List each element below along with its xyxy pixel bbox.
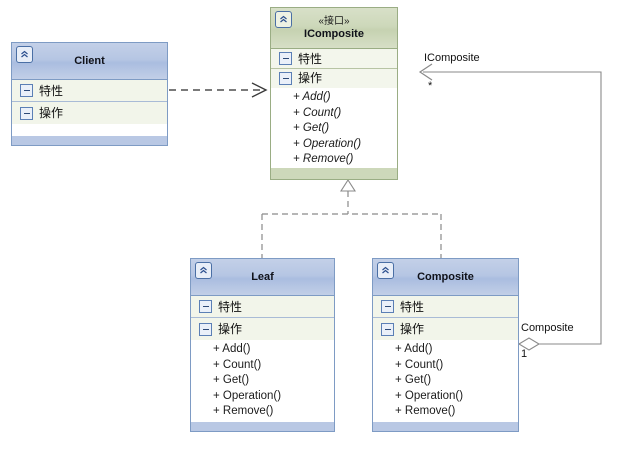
association-role-label-composite: Composite xyxy=(521,322,574,334)
collapse-chevrons-icon[interactable] xyxy=(16,46,33,63)
class-header-leaf: Leaf xyxy=(191,259,334,296)
compartment-label-attributes: 特性 xyxy=(298,51,323,66)
class-footer-icomposite xyxy=(271,167,397,179)
minus-box-icon[interactable] xyxy=(20,84,33,97)
class-box-leaf[interactable]: Leaf 特性 操作 + Add() + Count() + Get() + O… xyxy=(190,258,335,432)
members-area-client xyxy=(12,124,167,136)
minus-box-icon[interactable] xyxy=(199,300,212,313)
minus-box-icon[interactable] xyxy=(381,322,394,336)
class-box-icomposite[interactable]: «接口» IComposite 特性 操作 + Add() + Count() … xyxy=(270,7,398,180)
minus-box-icon[interactable] xyxy=(381,300,394,313)
members-area-icomposite: + Add() + Count() + Get() + Operation() … xyxy=(271,88,397,168)
class-box-client[interactable]: Client 特性 操作 xyxy=(11,42,168,146)
member-item: + Get() xyxy=(213,374,250,387)
member-item: + Add() xyxy=(395,343,433,355)
member-item: + Count() xyxy=(395,358,444,371)
members-area-composite: + Add() + Count() + Get() + Operation() … xyxy=(373,340,518,422)
compartment-label-operations: 操作 xyxy=(400,322,425,336)
collapse-chevrons-icon[interactable] xyxy=(377,262,394,279)
member-item: + Operation() xyxy=(293,137,362,150)
compartment-operations-client[interactable]: 操作 xyxy=(12,102,167,124)
members-area-leaf: + Add() + Count() + Get() + Operation() … xyxy=(191,340,334,422)
collapse-chevrons-icon[interactable] xyxy=(195,262,212,279)
class-footer-composite xyxy=(373,422,518,431)
class-header-icomposite: «接口» IComposite xyxy=(271,8,397,50)
minus-box-icon[interactable] xyxy=(20,106,33,120)
association-role-label-icomposite: IComposite xyxy=(424,52,480,64)
compartment-operations-composite[interactable]: 操作 xyxy=(373,318,518,340)
compartment-operations-leaf[interactable]: 操作 xyxy=(191,318,334,340)
compartment-attributes-client[interactable]: 特性 xyxy=(12,80,167,102)
class-stereotype-icomposite: «接口» xyxy=(318,15,350,27)
compartment-operations-icomposite[interactable]: 操作 xyxy=(271,68,397,89)
member-item: + Get() xyxy=(395,374,432,387)
compartment-attributes-icomposite[interactable]: 特性 xyxy=(271,49,397,69)
member-item: + Remove() xyxy=(395,405,456,418)
class-name-icomposite: IComposite xyxy=(304,27,364,40)
minus-box-icon[interactable] xyxy=(279,52,292,66)
class-header-composite: Composite xyxy=(373,259,518,296)
compartment-attributes-leaf[interactable]: 特性 xyxy=(191,296,334,318)
compartment-label-attributes: 特性 xyxy=(400,299,425,314)
class-name-composite: Composite xyxy=(417,270,474,283)
class-footer-client xyxy=(12,136,167,145)
class-footer-leaf xyxy=(191,422,334,431)
member-item: + Count() xyxy=(213,358,262,371)
member-item: + Get() xyxy=(293,122,330,135)
member-item: + Count() xyxy=(293,106,342,119)
class-name-client: Client xyxy=(74,54,105,67)
member-item: + Add() xyxy=(213,343,251,355)
association-multiplicity-target: * xyxy=(428,80,433,92)
class-name-leaf: Leaf xyxy=(251,270,274,283)
collapse-chevrons-icon[interactable] xyxy=(275,11,292,28)
compartment-label-operations: 操作 xyxy=(298,71,323,86)
compartment-label-operations: 操作 xyxy=(218,322,243,336)
compartment-attributes-composite[interactable]: 特性 xyxy=(373,296,518,318)
association-multiplicity-source: 1 xyxy=(521,348,528,360)
member-item: + Remove() xyxy=(213,405,274,418)
member-item: + Add() xyxy=(293,91,331,104)
realization-tree xyxy=(261,178,442,258)
compartment-label-attributes: 特性 xyxy=(39,83,64,98)
compartment-label-operations: 操作 xyxy=(39,106,64,120)
dependency-client-to-icomposite xyxy=(169,82,268,98)
class-box-composite[interactable]: Composite 特性 操作 + Add() + Count() + Get(… xyxy=(372,258,519,432)
member-item: + Operation() xyxy=(213,389,282,402)
minus-box-icon[interactable] xyxy=(199,322,212,336)
member-item: + Operation() xyxy=(395,389,464,402)
minus-box-icon[interactable] xyxy=(279,71,292,85)
class-header-client: Client xyxy=(12,43,167,80)
member-item: + Remove() xyxy=(293,153,354,166)
compartment-label-attributes: 特性 xyxy=(218,299,243,314)
